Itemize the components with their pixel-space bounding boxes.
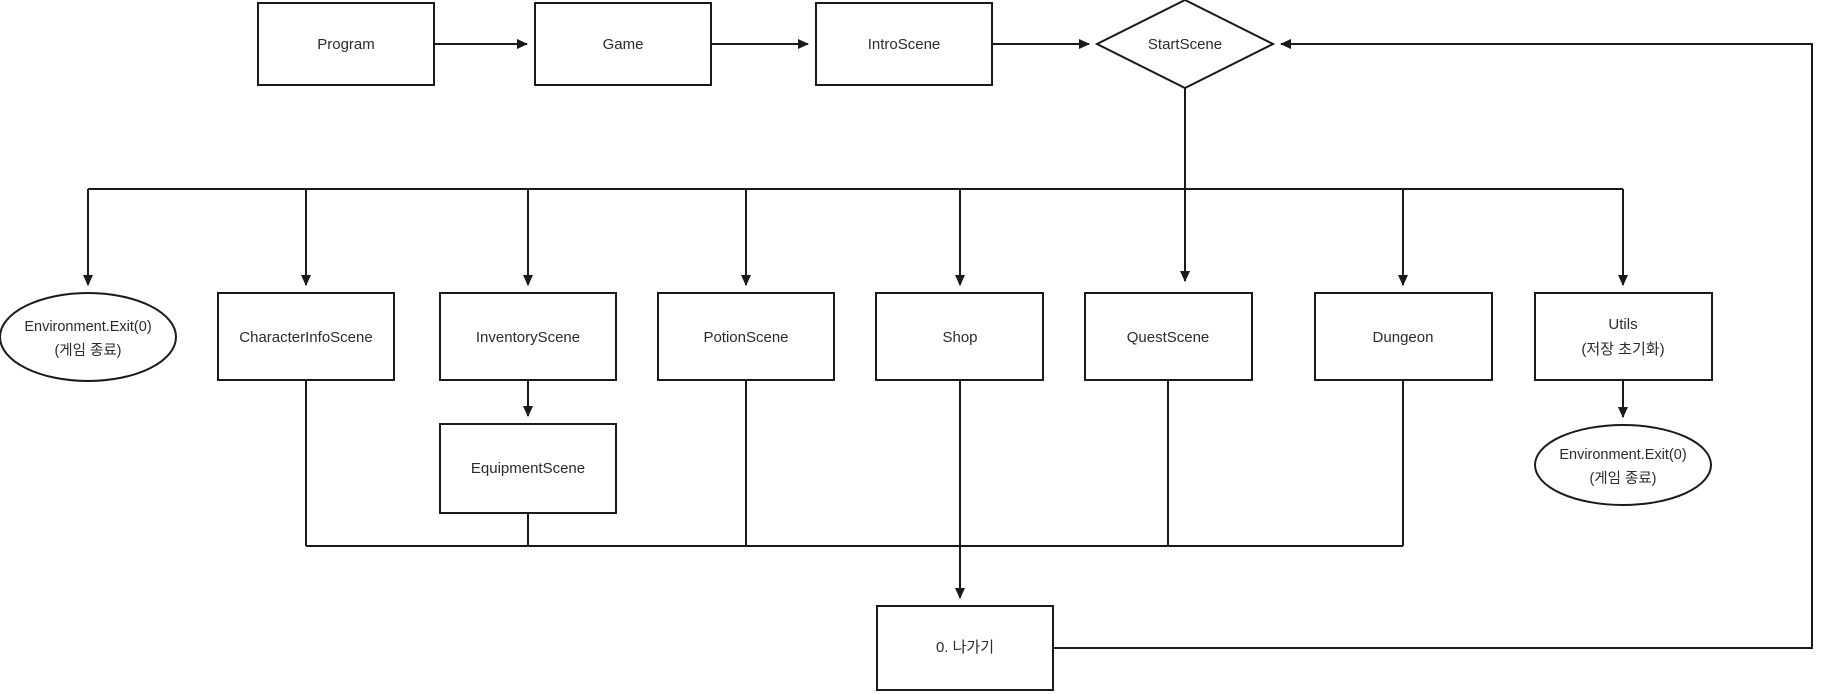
- node-program[interactable]: [257, 2, 435, 86]
- label-start-scene: StartScene: [1148, 36, 1222, 53]
- node-exit-left[interactable]: [0, 292, 177, 382]
- node-inventory-scene[interactable]: [439, 292, 617, 381]
- label-exit-right-line1: Environment.Exit(0): [1559, 447, 1686, 463]
- label-equipment-scene: EquipmentScene: [471, 460, 585, 477]
- label-shop: Shop: [942, 329, 977, 346]
- node-character-info-scene[interactable]: [217, 292, 395, 381]
- node-exit-right[interactable]: [1534, 424, 1712, 506]
- label-game: Game: [603, 36, 644, 53]
- node-exit-menu[interactable]: [876, 605, 1054, 691]
- label-utils-line1: Utils: [1608, 316, 1637, 333]
- node-dungeon[interactable]: [1314, 292, 1493, 381]
- label-utils-line2: (저장 초기화): [1581, 341, 1664, 358]
- label-character-info-scene: CharacterInfoScene: [239, 329, 372, 346]
- label-exit-right-line2: (게임 종료): [1589, 470, 1656, 487]
- label-potion-scene: PotionScene: [703, 329, 788, 346]
- label-exit-left-line1: Environment.Exit(0): [24, 319, 151, 335]
- node-equipment-scene[interactable]: [439, 423, 617, 514]
- node-potion-scene[interactable]: [657, 292, 835, 381]
- node-intro-scene[interactable]: [815, 2, 993, 86]
- label-exit-left-line2: (게임 종료): [54, 342, 121, 359]
- edge-exit-menu-to-startscene: [1053, 39, 1813, 649]
- node-quest-scene[interactable]: [1084, 292, 1253, 381]
- node-utils[interactable]: [1534, 292, 1713, 381]
- label-quest-scene: QuestScene: [1127, 329, 1210, 346]
- label-dungeon: Dungeon: [1373, 329, 1434, 346]
- label-exit-menu: 0. 나가기: [936, 639, 994, 656]
- node-game[interactable]: [534, 2, 712, 86]
- label-intro-scene: IntroScene: [868, 36, 941, 53]
- label-program: Program: [317, 36, 375, 53]
- label-inventory-scene: InventoryScene: [476, 329, 580, 346]
